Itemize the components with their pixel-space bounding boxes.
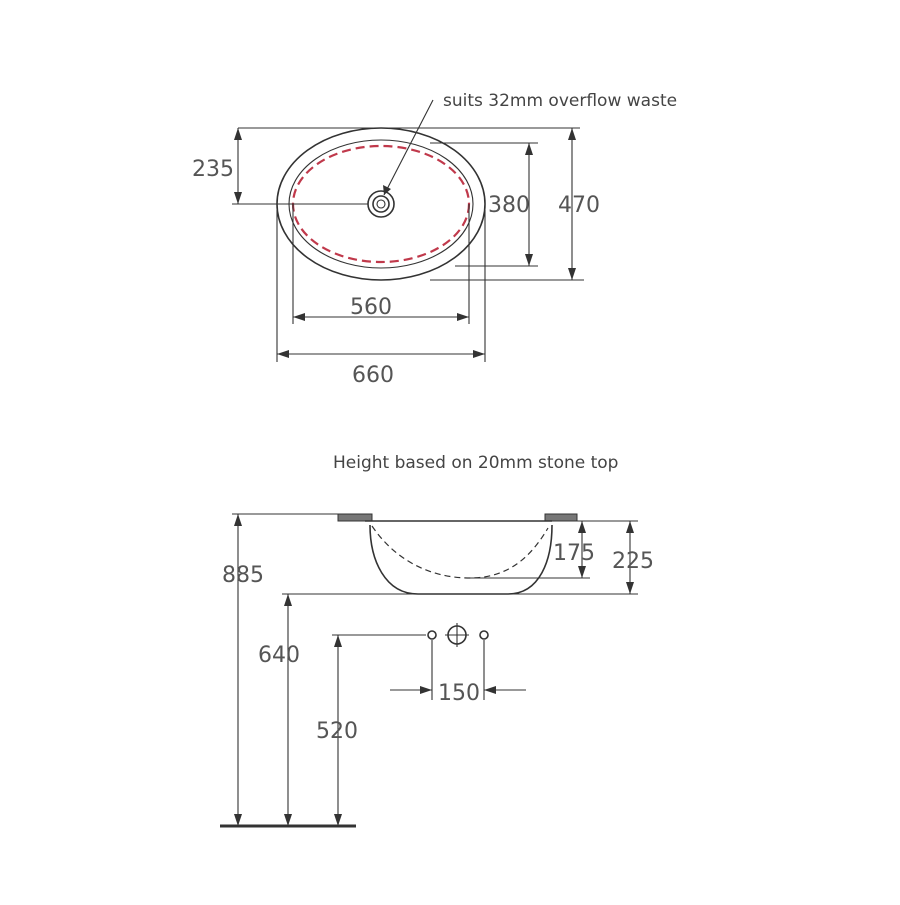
dim-640-label: 640	[258, 643, 300, 668]
dim-175-label: 175	[553, 541, 595, 566]
side-view: Height based on 20mm stone top 175 225	[220, 453, 654, 828]
tap-hole-icon	[427, 623, 489, 647]
basin-bowl-body	[369, 524, 553, 595]
dim-380-label: 380	[488, 193, 530, 218]
plan-view: suits 32mm overflow waste 235 380 470 56…	[192, 91, 677, 388]
basin-inner-dashed	[371, 525, 549, 579]
overflow-leader-line	[383, 99, 434, 196]
height-note: Height based on 20mm stone top	[333, 453, 618, 473]
dim-235-label: 235	[192, 157, 234, 182]
dim-885-label: 885	[222, 563, 264, 588]
overflow-note: suits 32mm overflow waste	[443, 91, 677, 111]
dim-150-label: 150	[438, 681, 480, 706]
waste-outlet-icon	[367, 190, 395, 218]
dim-470-label: 470	[558, 193, 600, 218]
dim-225-label: 225	[612, 549, 654, 574]
stone-top-hatch	[337, 513, 578, 522]
dim-520-label: 520	[316, 719, 358, 744]
dim-560-label: 560	[350, 295, 392, 320]
overflow-leader-arrow	[383, 185, 391, 195]
dim-660-label: 660	[352, 363, 394, 388]
